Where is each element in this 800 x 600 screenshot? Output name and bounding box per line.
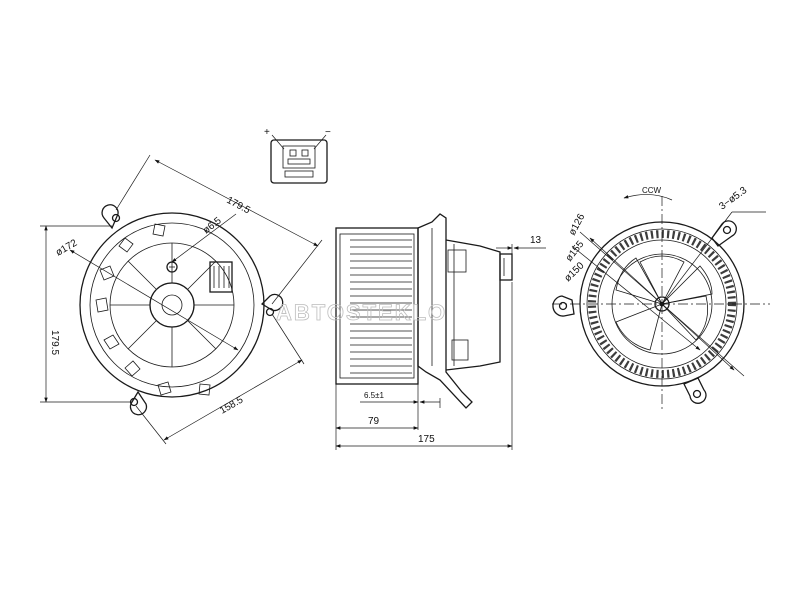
watermark: ABTOSTEKLO (276, 300, 447, 325)
electrical-connector: + − (264, 127, 331, 184)
outer-diameter-dimension: ø155 (564, 239, 587, 264)
front-height-dimension: 179.5 (49, 330, 60, 355)
housing-diameter-dimension: ø172 (54, 237, 80, 258)
minus-terminal-label: − (325, 127, 331, 138)
fan-blades-side (350, 239, 412, 374)
rear-view: CCW 3−ø5.3 ø126 ø155 ø150 (552, 185, 770, 412)
mount-spacing-dimension: 158.5 (218, 394, 246, 416)
offset-dimension: 6.5±1 (364, 391, 385, 400)
front-width-dimension: 179.5 (225, 195, 253, 217)
shaft-length-dimension: 13 (530, 235, 542, 246)
wheel-width-dimension: 79 (368, 416, 380, 427)
side-view: 13 6.5±1 79 175 (335, 213, 546, 450)
rotation-direction-label: CCW (642, 186, 662, 195)
mount-holes-dimension: 3−ø5.3 (717, 185, 749, 213)
inner-diameter-dimension: ø126 (567, 212, 588, 238)
plus-terminal-label: + (264, 127, 270, 138)
total-length-dimension: 175 (418, 434, 435, 445)
